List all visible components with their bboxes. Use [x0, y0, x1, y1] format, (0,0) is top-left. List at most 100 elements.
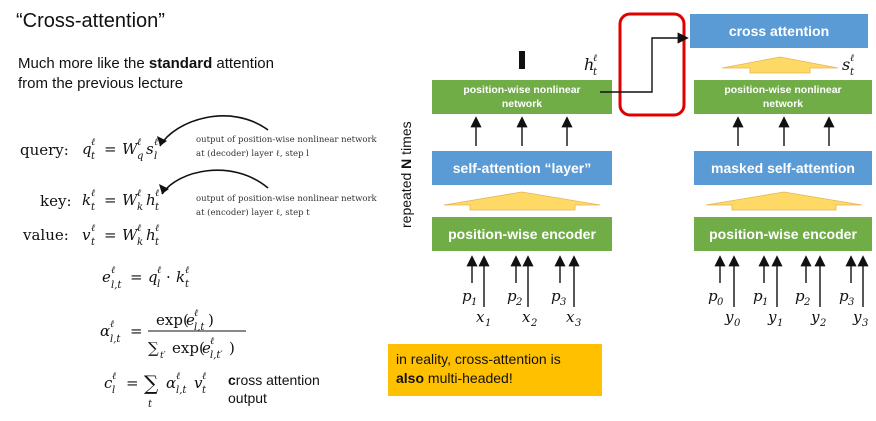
decoder-position-label: position-wise encoder — [709, 226, 857, 242]
key-note: output of position-wise nonlinear networ… — [196, 192, 396, 220]
svg-text:v: v — [194, 374, 203, 392]
svg-text:·: · — [166, 268, 171, 286]
decoder-upper-arrows — [732, 116, 835, 146]
svg-text:): ) — [208, 311, 214, 329]
encoder-position-label: position-wise encoder — [448, 226, 596, 242]
svg-text:t: t — [148, 399, 153, 410]
svg-text:ℓ: ℓ — [112, 371, 116, 382]
svg-text:l,t′: l,t′ — [210, 350, 223, 361]
svg-text:=: = — [104, 191, 117, 209]
svg-text:q: q — [137, 151, 143, 162]
svg-text:t: t — [155, 237, 160, 248]
svg-text:y: y — [852, 308, 862, 326]
decoder-masked-box: masked self-attention — [694, 151, 872, 185]
svg-text:W: W — [122, 140, 139, 158]
svg-text:h: h — [146, 226, 156, 244]
svg-text:p: p — [551, 287, 561, 305]
note-bold: also — [396, 370, 425, 386]
svg-text:p: p — [708, 287, 718, 305]
svg-text:1: 1 — [485, 318, 491, 329]
svg-text:p: p — [462, 287, 472, 305]
svg-text:s: s — [842, 55, 850, 74]
svg-text:ℓ: ℓ — [137, 137, 141, 148]
svg-text:ℓ: ℓ — [176, 371, 180, 382]
svg-text:c: c — [104, 374, 113, 392]
encoder-fat-arrow — [443, 191, 601, 211]
svg-text:ℓ: ℓ — [137, 188, 141, 199]
svg-text:W: W — [122, 191, 139, 209]
query-note: output of position-wise nonlinear networ… — [196, 133, 396, 161]
svg-text:ℓ: ℓ — [137, 223, 141, 234]
svg-text:s: s — [146, 140, 154, 158]
decoder-fat-arrow — [705, 191, 863, 211]
svg-text:p: p — [795, 287, 805, 305]
key-label: key: — [40, 192, 72, 210]
subtitle: Much more like the standard attention fr… — [18, 54, 338, 94]
svg-text:y: y — [724, 308, 734, 326]
subtitle-pre: Much more like the — [18, 55, 149, 72]
svg-text:t: t — [202, 385, 207, 396]
subtitle-post: attention — [212, 55, 274, 72]
svg-text:=: = — [104, 140, 117, 158]
svg-text:t: t — [155, 202, 160, 213]
query-note-line2: at (decoder) layer ℓ, step l — [196, 149, 309, 159]
svg-text:t: t — [91, 202, 96, 213]
svg-text:e: e — [202, 339, 211, 357]
decoder-cross-attention-label: cross attention — [728, 23, 830, 39]
svg-text:2: 2 — [819, 318, 826, 329]
encoder-nonlinear-box: position-wise nonlinear network — [432, 80, 612, 114]
encoder-nonlinear-label: position-wise nonlinear network — [463, 84, 581, 110]
svg-text:ℓ: ℓ — [155, 188, 159, 199]
svg-text:t: t — [91, 237, 96, 248]
svg-text:h: h — [146, 191, 156, 209]
svg-text:q: q — [148, 268, 158, 286]
svg-text:ℓ: ℓ — [154, 137, 158, 148]
svg-text:l: l — [112, 385, 115, 396]
multihead-note: in reality, cross-attention is also mult… — [388, 344, 602, 396]
svg-text:∑: ∑ — [148, 339, 159, 357]
svg-text:p: p — [753, 287, 763, 305]
slide-title: “Cross-attention” — [16, 10, 165, 32]
encoder-upper-arrows — [470, 116, 573, 146]
svg-text:ℓ: ℓ — [593, 53, 597, 64]
svg-text:t: t — [850, 67, 855, 78]
svg-text:l,t: l,t — [176, 385, 187, 396]
decoder-nonlinear-box: position-wise nonlinear network — [694, 80, 872, 114]
svg-text:1: 1 — [471, 297, 477, 308]
svg-text:t: t — [593, 67, 598, 78]
svg-text:α: α — [100, 322, 110, 340]
subtitle-line2: from the previous lecture — [18, 75, 184, 92]
svg-text:l: l — [157, 279, 160, 290]
svg-text:∑: ∑ — [144, 371, 159, 395]
encoder-input-arrows — [466, 255, 580, 307]
decoder-position-box: position-wise encoder — [694, 217, 872, 251]
svg-text:=: = — [130, 268, 143, 286]
decoder-top-fat-arrow — [721, 56, 839, 74]
h-label: hℓt — [584, 53, 598, 78]
key-arrowhead — [159, 184, 169, 194]
svg-text:l,t: l,t — [111, 280, 122, 291]
svg-text:t: t — [185, 279, 190, 290]
svg-text:x: x — [522, 308, 531, 326]
svg-text:W: W — [122, 226, 139, 244]
svg-text:=: = — [126, 374, 139, 392]
svg-text:k: k — [137, 237, 143, 248]
svg-text:k: k — [137, 202, 143, 213]
cross-output-rest: ross attention — [235, 372, 320, 388]
encoder-self-attention-box: self-attention “layer” — [432, 151, 612, 185]
decoder-masked-label: masked self-attention — [711, 160, 855, 176]
key-curve-arrow — [161, 169, 269, 195]
encoder-self-attention-label: self-attention “layer” — [452, 160, 592, 176]
cross-output-label: cross attention output — [228, 371, 320, 407]
svg-text:3: 3 — [862, 318, 868, 329]
key-note-line1: output of position-wise nonlinear networ… — [196, 194, 377, 204]
svg-text:v: v — [82, 226, 91, 244]
svg-text:x: x — [476, 308, 485, 326]
svg-text:=: = — [104, 226, 117, 244]
